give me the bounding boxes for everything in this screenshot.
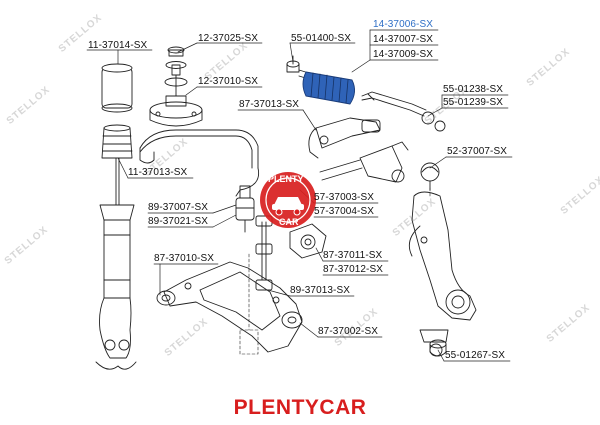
shock-absorber-part — [95, 157, 137, 370]
steering-knuckle-part — [408, 162, 477, 357]
part-label-55-01267[interactable]: 55-01267-SX — [445, 350, 506, 361]
steering-boot-part — [302, 71, 355, 105]
part-label-55-01238[interactable]: 55-01238-SX — [443, 84, 504, 95]
part-label-89-37007[interactable]: 89-37007-SX — [148, 202, 209, 213]
logo-text-bottom: CAR — [279, 217, 299, 227]
upper-ball-joint-part — [421, 166, 439, 173]
ball-joint-part — [429, 339, 447, 357]
part-label-89-37021[interactable]: 89-37021-SX — [148, 216, 209, 227]
upper-control-arm-part — [308, 117, 381, 159]
part-label-57-37003[interactable]: 57-37003-SX — [314, 192, 375, 203]
part-label-14-37009[interactable]: 14-37009-SX — [373, 49, 434, 60]
logo-text-top: PLENTY — [268, 174, 304, 184]
plentycar-logo — [260, 172, 316, 228]
dust-boot-part — [101, 124, 133, 159]
part-label-12-37010[interactable]: 12-37010-SX — [198, 76, 259, 87]
part-label-87-37012[interactable]: 87-37012-SX — [323, 264, 384, 275]
part-label-12-37025[interactable]: 12-37025-SX — [198, 33, 259, 44]
assembly-dashed-lines — [239, 187, 431, 355]
part-label-14-37007[interactable]: 14-37007-SX — [373, 34, 434, 45]
part-label-57-37004[interactable]: 57-37004-SX — [314, 206, 375, 217]
outer-tie-rod-part — [361, 91, 446, 132]
strut-top-mount-part — [149, 46, 203, 127]
leader-lines — [86, 29, 513, 362]
part-label-87-37002[interactable]: 87-37002-SX — [318, 326, 379, 337]
lower-control-arm-part — [156, 261, 303, 353]
part-label-87-37010[interactable]: 87-37010-SX — [154, 253, 215, 264]
stabilizer-link-long-part — [255, 215, 273, 291]
part-label-11-37013[interactable]: 11-37013-SX — [128, 167, 188, 178]
part-label-87-37011[interactable]: 87-37011-SX — [323, 250, 383, 261]
control-arm-bushing-part — [289, 223, 327, 259]
upper-arm-link-part — [319, 141, 409, 183]
part-label-87-37013[interactable]: 87-37013-SX — [239, 99, 300, 110]
part-label-89-37013[interactable]: 89-37013-SX — [290, 285, 351, 296]
part-label-55-01239[interactable]: 55-01239-SX — [443, 97, 504, 108]
part-label-14-37006[interactable]: 14-37006-SX — [373, 19, 434, 30]
brand-title: PLENTYCAR — [233, 396, 367, 419]
part-label-11-37014[interactable]: 11-37014-SX — [88, 40, 148, 51]
bump-stop-part — [101, 63, 133, 113]
stabilizer-link-part — [235, 185, 255, 233]
part-label-55-01400[interactable]: 55-01400-SX — [291, 33, 352, 44]
part-label-52-37007[interactable]: 52-37007-SX — [447, 146, 508, 157]
